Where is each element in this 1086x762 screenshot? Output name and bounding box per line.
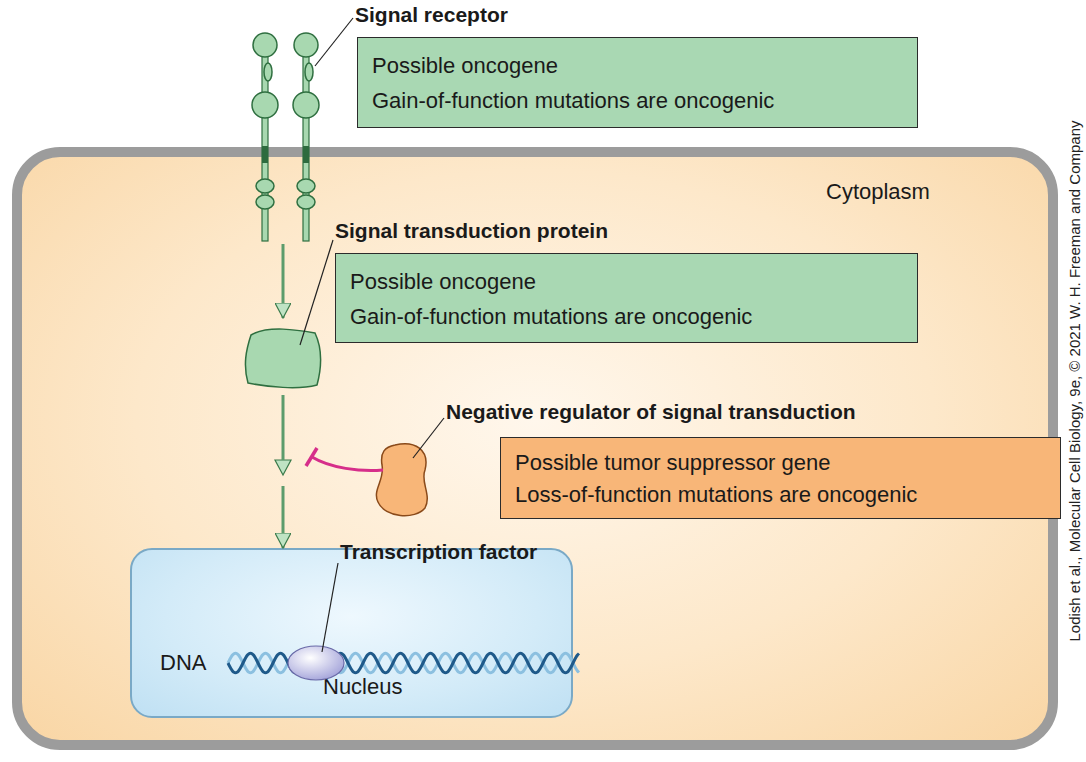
node-label: Nucleus — [323, 675, 402, 699]
inhibition-bar — [306, 448, 317, 466]
regulator-drawing — [370, 440, 435, 518]
transcription-factor-oval — [288, 646, 344, 680]
box-text: Gain-of-function mutations are oncogenic — [350, 299, 903, 334]
box-text: Gain-of-function mutations are oncogenic — [372, 83, 903, 118]
leader-line — [413, 418, 444, 458]
copyright-note: Lodish et al., Molecular Cell Biology, 9… — [1066, 120, 1084, 641]
protein-shape: Signal transduction protein — [243, 318, 323, 395]
box-text: Loss-of-function mutations are oncogenic — [515, 479, 1046, 511]
cell-body: CytoplasmSignal transduction proteinPoss… — [12, 147, 1058, 750]
edge-layer — [283, 244, 284, 548]
regulator-blob — [376, 444, 427, 516]
node-label: Cytoplasm — [826, 180, 930, 204]
dna-strand — [228, 653, 579, 673]
box-text: Possible tumor suppressor gene — [515, 447, 1046, 479]
protein-blob — [245, 329, 320, 388]
transcription-factor-shape: Transcription factor — [287, 645, 345, 681]
regulator-shape: Negative regulator of signal transductio… — [370, 440, 435, 518]
protein-drawing — [243, 318, 323, 395]
annotation-box: Possible oncogeneGain-of-function mutati… — [357, 37, 918, 128]
leader-line — [315, 18, 353, 66]
signal-arrow — [282, 395, 285, 548]
box-text: Possible oncogene — [372, 48, 903, 83]
dna-strand — [228, 653, 579, 673]
inhibition-line — [312, 457, 383, 470]
annotation-box: Possible oncogeneGain-of-function mutati… — [335, 253, 918, 343]
receptor-shape: Signal receptor — [245, 8, 330, 244]
annotation-box: Possible tumor suppressor geneLoss-of-fu… — [500, 437, 1061, 519]
leader-line — [322, 563, 338, 652]
box-text: Possible oncogene — [350, 264, 903, 299]
dna-label: DNA — [160, 651, 206, 675]
node-label: Negative regulator of signal transductio… — [446, 400, 856, 424]
tf-drawing — [287, 645, 345, 681]
arrow-head — [275, 460, 291, 475]
leader-line — [300, 240, 333, 345]
receptor-chain — [293, 33, 319, 241]
node-label: Transcription factor — [340, 540, 537, 564]
node-label: Signal receptor — [355, 3, 508, 27]
receptor-drawing — [245, 8, 330, 244]
signal-arrow — [282, 244, 285, 318]
nucleus-body: NucleusTranscription factor — [130, 548, 573, 718]
node-label: Signal transduction protein — [335, 219, 608, 243]
receptor-chain — [252, 33, 278, 241]
